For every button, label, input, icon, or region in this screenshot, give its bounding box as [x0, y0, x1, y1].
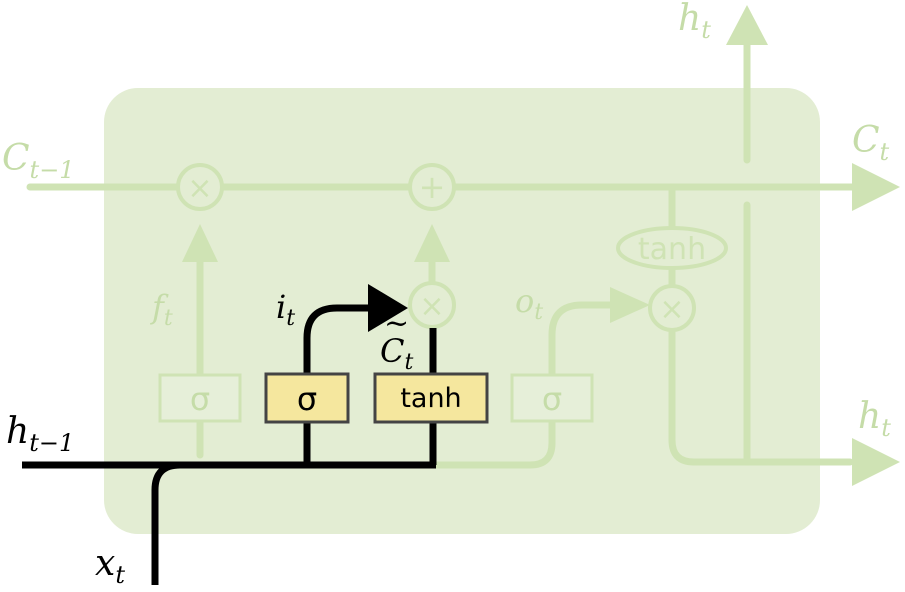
- state-tanh-ellipse: [616, 226, 728, 270]
- mult-to-hout-line: [668, 326, 854, 466]
- active-gates: σ tanh: [264, 372, 489, 424]
- arrowhead-input-to-mult: [368, 284, 408, 332]
- label-x-in: xt: [95, 543, 125, 589]
- label-c-prev: Ct−1: [2, 138, 75, 184]
- candidate-gate-box: [373, 372, 489, 424]
- state-tanh-label: tanh: [638, 232, 706, 267]
- output-gate-label: σ: [542, 380, 562, 418]
- arrowhead-output-right: [610, 287, 650, 323]
- forget-gate-label: σ: [190, 380, 210, 418]
- forget-mult-symbol: ×: [187, 171, 212, 206]
- faded-gates: σ σ: [158, 373, 594, 423]
- input-gate-line: [303, 304, 380, 465]
- output-mult-symbol: ×: [659, 292, 684, 327]
- label-c-tilde-mark: ~: [384, 306, 409, 341]
- add-circle: [408, 163, 456, 211]
- arrowhead-cell-out: [852, 163, 900, 211]
- label-h-prev: ht−1: [6, 411, 74, 457]
- output-mult-circle: [648, 284, 696, 332]
- faded-arrowheads: [182, 5, 900, 486]
- forget-gate-box: [158, 373, 242, 423]
- input-mult-circle: [408, 281, 456, 329]
- candidate-gate-label: tanh: [400, 383, 461, 414]
- arrowhead-add-up: [414, 224, 450, 262]
- label-c-out: Ct: [852, 120, 890, 166]
- forget-mult-circle: [176, 163, 224, 211]
- arrowhead-ht-top: [726, 5, 768, 45]
- label-i-t: it: [276, 288, 295, 331]
- input-mult-symbol: ×: [419, 289, 444, 324]
- label-h-top: ht: [678, 0, 711, 44]
- arrowhead-forget-up: [182, 224, 218, 262]
- output-gate-box: [510, 373, 594, 423]
- faded-ops: × + × × tanh: [176, 163, 728, 332]
- input-gate-label: σ: [297, 380, 317, 418]
- input-gate-box: [264, 372, 350, 424]
- arrowhead-hout-right: [852, 438, 900, 486]
- label-c-tilde: Ct: [380, 332, 413, 375]
- active-paths: [22, 304, 437, 585]
- label-h-right: ht: [858, 396, 891, 442]
- add-symbol: +: [419, 168, 446, 206]
- label-o-t: ot: [515, 282, 543, 325]
